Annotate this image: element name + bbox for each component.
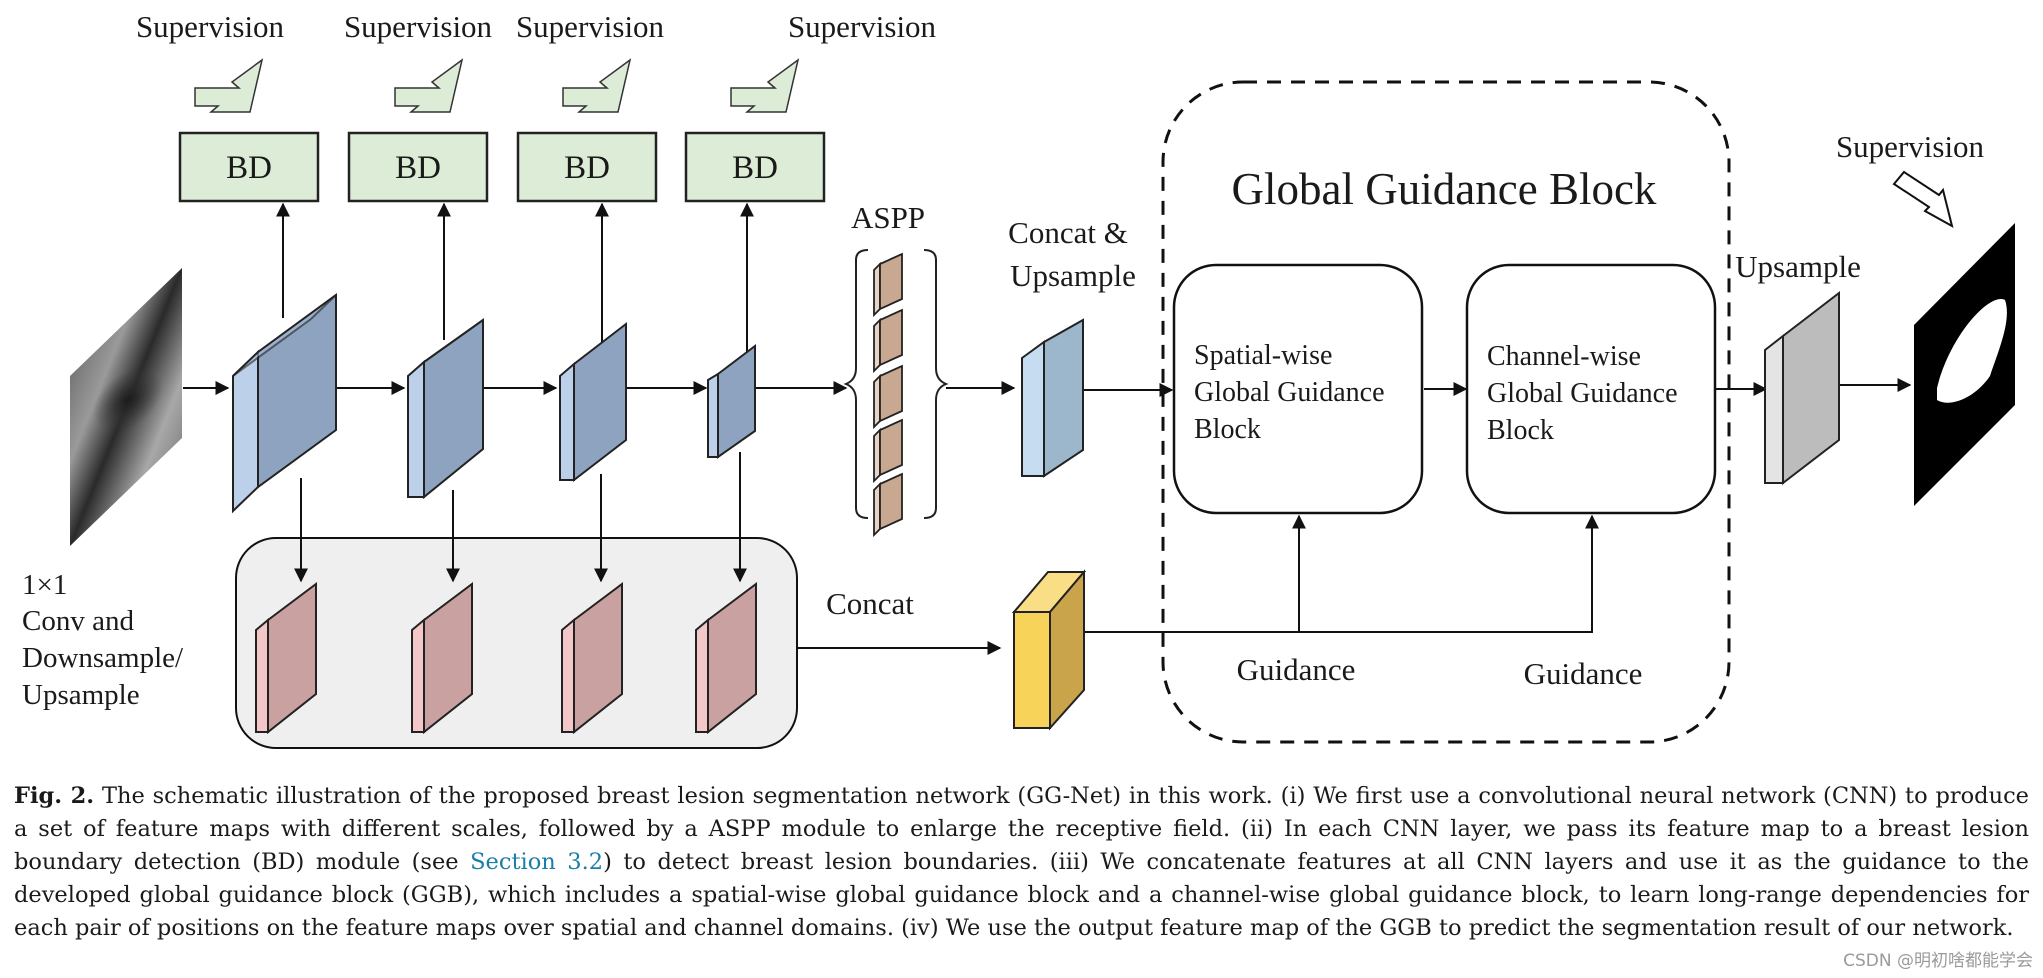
supervision-group-4: Supervision — [730, 9, 937, 113]
supervision-arrow-icon — [394, 58, 464, 113]
channel-block-line: Channel-wise — [1487, 341, 1641, 372]
figure-label: Fig. 2. — [14, 783, 95, 809]
caption-text-part-2: ) to detect breast lesion boundaries. (i… — [14, 849, 2030, 941]
concat-upsample-feature — [1021, 318, 1084, 478]
bd-label: BD — [564, 150, 610, 186]
supervision-label: Supervision — [788, 9, 937, 44]
upsample-feature — [1764, 290, 1840, 486]
spatial-wise-block: Spatial-wise Global Guidance Block — [1172, 263, 1424, 515]
section-link[interactable]: Section 3.2 — [470, 849, 604, 875]
aspp-branch-3 — [873, 364, 903, 430]
feature-map-4 — [707, 343, 756, 459]
supervision-output-arrow-icon — [1892, 170, 1954, 228]
guidance-label-1: Guidance — [1237, 652, 1356, 687]
supervision-group-2: Supervision — [344, 9, 493, 113]
conv-downsample-label: 1×1 Conv and Downsample/ Upsample — [22, 569, 184, 711]
supervision-label: Supervision — [136, 9, 285, 44]
supervision-output-label: Supervision — [1836, 129, 1985, 164]
watermark: CSDN @明初啥都能学会 — [1843, 951, 2033, 971]
concat-region-box — [235, 537, 798, 749]
pink-feature-4 — [695, 582, 757, 735]
concat-upsample-label-1: Concat & — [1008, 215, 1128, 250]
bd-block-3: BD — [516, 131, 658, 203]
output-segmentation-mask — [1914, 223, 2015, 506]
upsample-label: Upsample — [1735, 249, 1861, 284]
aspp-label: ASPP — [851, 200, 925, 235]
downsample-arrows — [294, 452, 747, 583]
conv-label-line: 1×1 — [22, 569, 67, 601]
supervision-label: Supervision — [344, 9, 493, 44]
bd-label: BD — [226, 150, 272, 186]
channel-block-line: Block — [1487, 415, 1554, 446]
spatial-block-line: Global Guidance — [1194, 377, 1385, 408]
supervision-arrow-icon — [562, 58, 632, 113]
figure-caption: Fig. 2. The schematic illustration of th… — [14, 780, 2029, 945]
concat-label: Concat — [826, 586, 914, 621]
feature-map-2 — [407, 318, 484, 500]
conv-label-line: Conv and — [22, 605, 134, 637]
bd-arrows — [276, 202, 754, 370]
pink-feature-2 — [411, 582, 473, 735]
caption-text-part-1: The schematic illustration of the propos… — [14, 783, 2029, 875]
supervision-group-1: Supervision — [136, 9, 285, 113]
supervision-label: Supervision — [516, 9, 665, 44]
guidance-arrows — [1085, 514, 1599, 633]
global-guidance-block — [1161, 80, 1731, 744]
conv-label-line: Downsample/ — [22, 642, 184, 674]
bd-label: BD — [395, 150, 441, 186]
feature-map-3 — [559, 321, 627, 483]
network-diagram: Supervision Supervision Supervision Supe… — [22, 9, 2015, 749]
pink-feature-3 — [561, 582, 623, 735]
bd-block-4: BD — [684, 131, 826, 203]
bd-block-1: BD — [178, 131, 320, 203]
aspp-branch-1 — [873, 252, 903, 318]
guidance-feature — [1011, 569, 1087, 731]
feature-map-1 — [232, 293, 337, 514]
pink-feature-1 — [255, 582, 317, 735]
concat-upsample-label-2: Upsample — [1010, 258, 1136, 293]
spatial-block-line: Spatial-wise — [1194, 340, 1332, 371]
input-ultrasound-image — [70, 268, 182, 546]
conv-label-line: Upsample — [22, 679, 140, 711]
spatial-block-line: Block — [1194, 414, 1261, 445]
aspp-branch-2 — [873, 308, 903, 374]
aspp-branch-4 — [873, 418, 903, 484]
guidance-label-2: Guidance — [1524, 656, 1643, 691]
supervision-group-3: Supervision — [516, 9, 665, 113]
supervision-arrow-icon — [730, 58, 800, 113]
channel-wise-block: Channel-wise Global Guidance Block — [1465, 263, 1717, 515]
bd-label: BD — [732, 150, 778, 186]
ggb-title: Global Guidance Block — [1232, 164, 1657, 214]
aspp-module — [843, 249, 949, 519]
bd-block-2: BD — [347, 131, 489, 203]
aspp-branch-5 — [873, 472, 903, 538]
channel-block-line: Global Guidance — [1487, 378, 1678, 409]
supervision-arrow-icon — [194, 58, 264, 113]
